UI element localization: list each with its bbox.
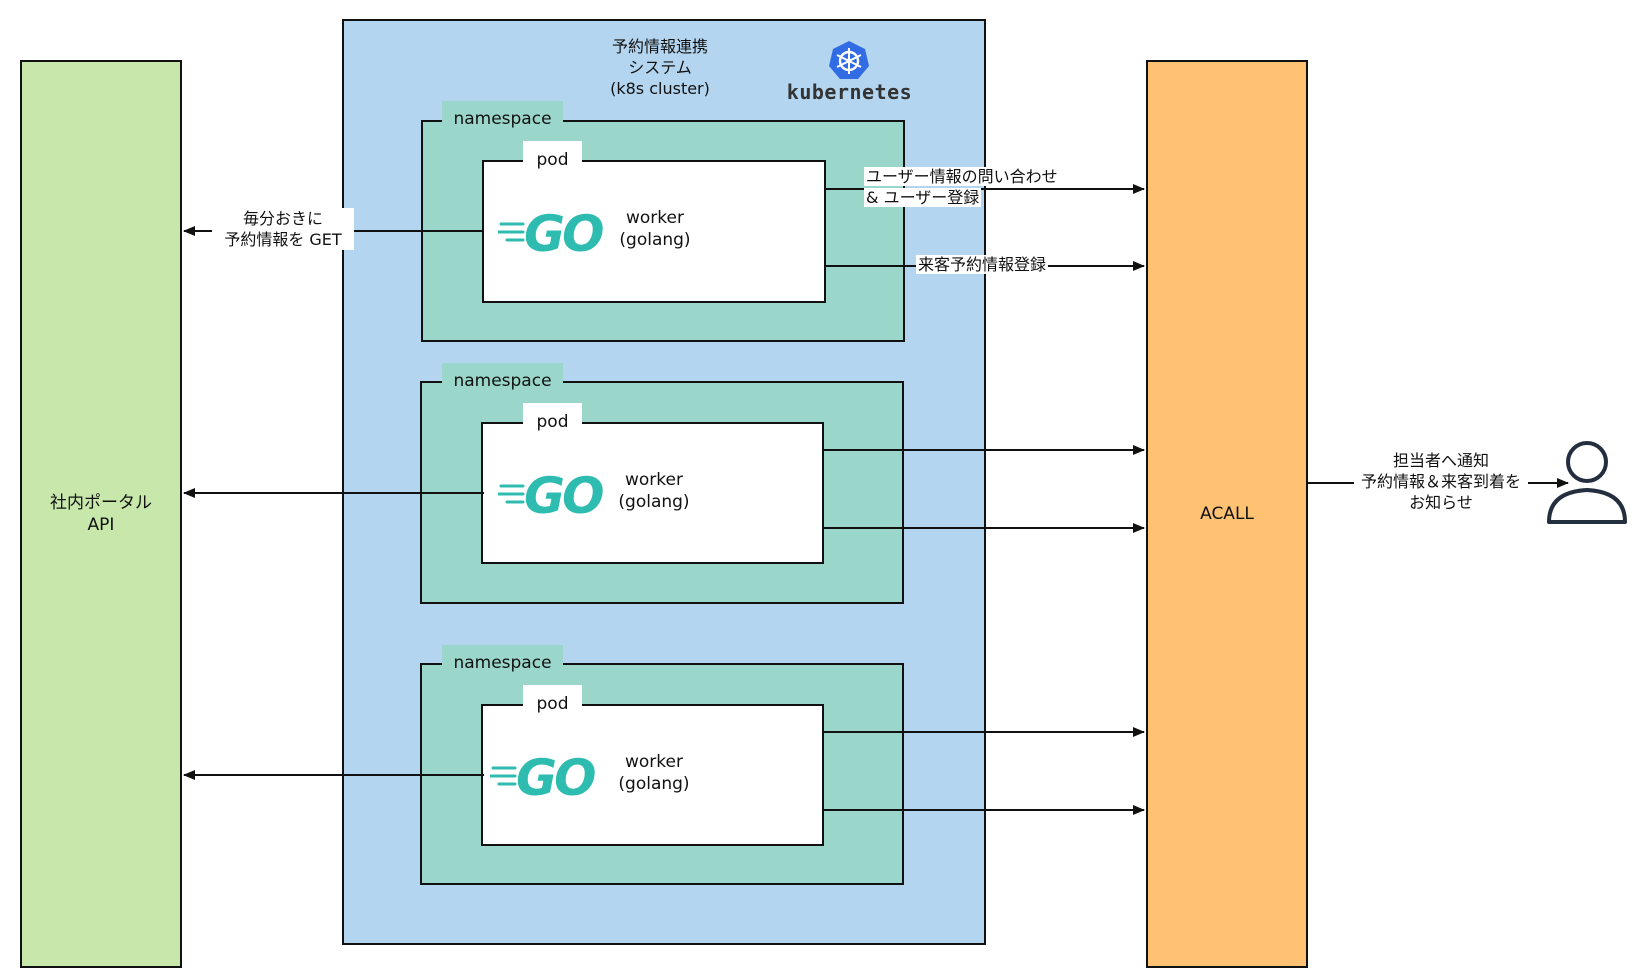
go-logo-icon: GO [498,207,606,257]
edge-label-get: 毎分おきに 予約情報を GET [212,208,354,250]
cluster-title-line1: 予約情報連携 [611,37,708,56]
kubernetes-wordmark: kubernetes [786,80,913,104]
namespace-label-2: namespace [442,363,563,399]
edge-label-visit: 来客予約情報登録 [916,254,1049,275]
user-icon [1547,441,1627,524]
svg-text:GO: GO [516,751,595,801]
go-logo-icon: GO [498,469,606,519]
worker-name-3: worker [625,752,683,772]
kubernetes-logo: kubernetes [782,40,917,104]
cluster-title: 予約情報連携 システム (k8s cluster) [590,36,730,99]
pod-label-2: pod [523,403,582,441]
worker-name-2: worker [625,470,683,490]
worker-label-2: worker (golang) [599,469,709,513]
go-logo-icon: GO [490,751,598,801]
edge-label-visit-text: 来客予約情報登録 [916,255,1049,274]
worker-label-3: worker (golang) [599,751,709,795]
svg-text:GO: GO [524,469,603,519]
cluster-title-line2: システム [628,58,692,77]
worker-name-1: worker [626,208,684,228]
kubernetes-icon [829,41,869,79]
portal-label-line1: 社内ポータル [50,493,152,513]
edge-label-user: ユーザー情報の問い合わせ & ユーザー登録 [864,166,1060,208]
svg-text:GO: GO [524,207,603,257]
edge-label-user-line2: & ユーザー登録 [864,188,982,207]
worker-lang-2: (golang) [618,492,690,512]
edge-label-notify-line3: お知らせ [1409,493,1473,512]
namespace-label-3: namespace [442,645,563,681]
pod-box-2 [481,422,824,564]
cluster-title-line3: (k8s cluster) [610,79,710,98]
pod-label-1: pod [523,141,582,179]
pod-label-3: pod [523,685,582,723]
worker-label-1: worker (golang) [600,207,710,251]
edge-label-notify-line1: 担当者へ通知 [1392,451,1489,470]
edge-label-notify: 担当者へ通知 予約情報＆来客到着を お知らせ [1354,450,1528,513]
worker-lang-3: (golang) [618,774,690,794]
edge-label-notify-line2: 予約情報＆来客到着を [1360,472,1521,491]
worker-lang-1: (golang) [619,230,691,250]
edge-label-user-line1: ユーザー情報の問い合わせ [864,167,1060,186]
namespace-label-1: namespace [442,101,563,137]
edge-label-get-line1: 毎分おきに [242,209,323,228]
portal-label-line2: API [87,515,115,535]
acall-box: ACALL [1146,60,1308,968]
acall-label: ACALL [1200,504,1254,524]
edge-label-get-line2: 予約情報を GET [224,230,342,249]
